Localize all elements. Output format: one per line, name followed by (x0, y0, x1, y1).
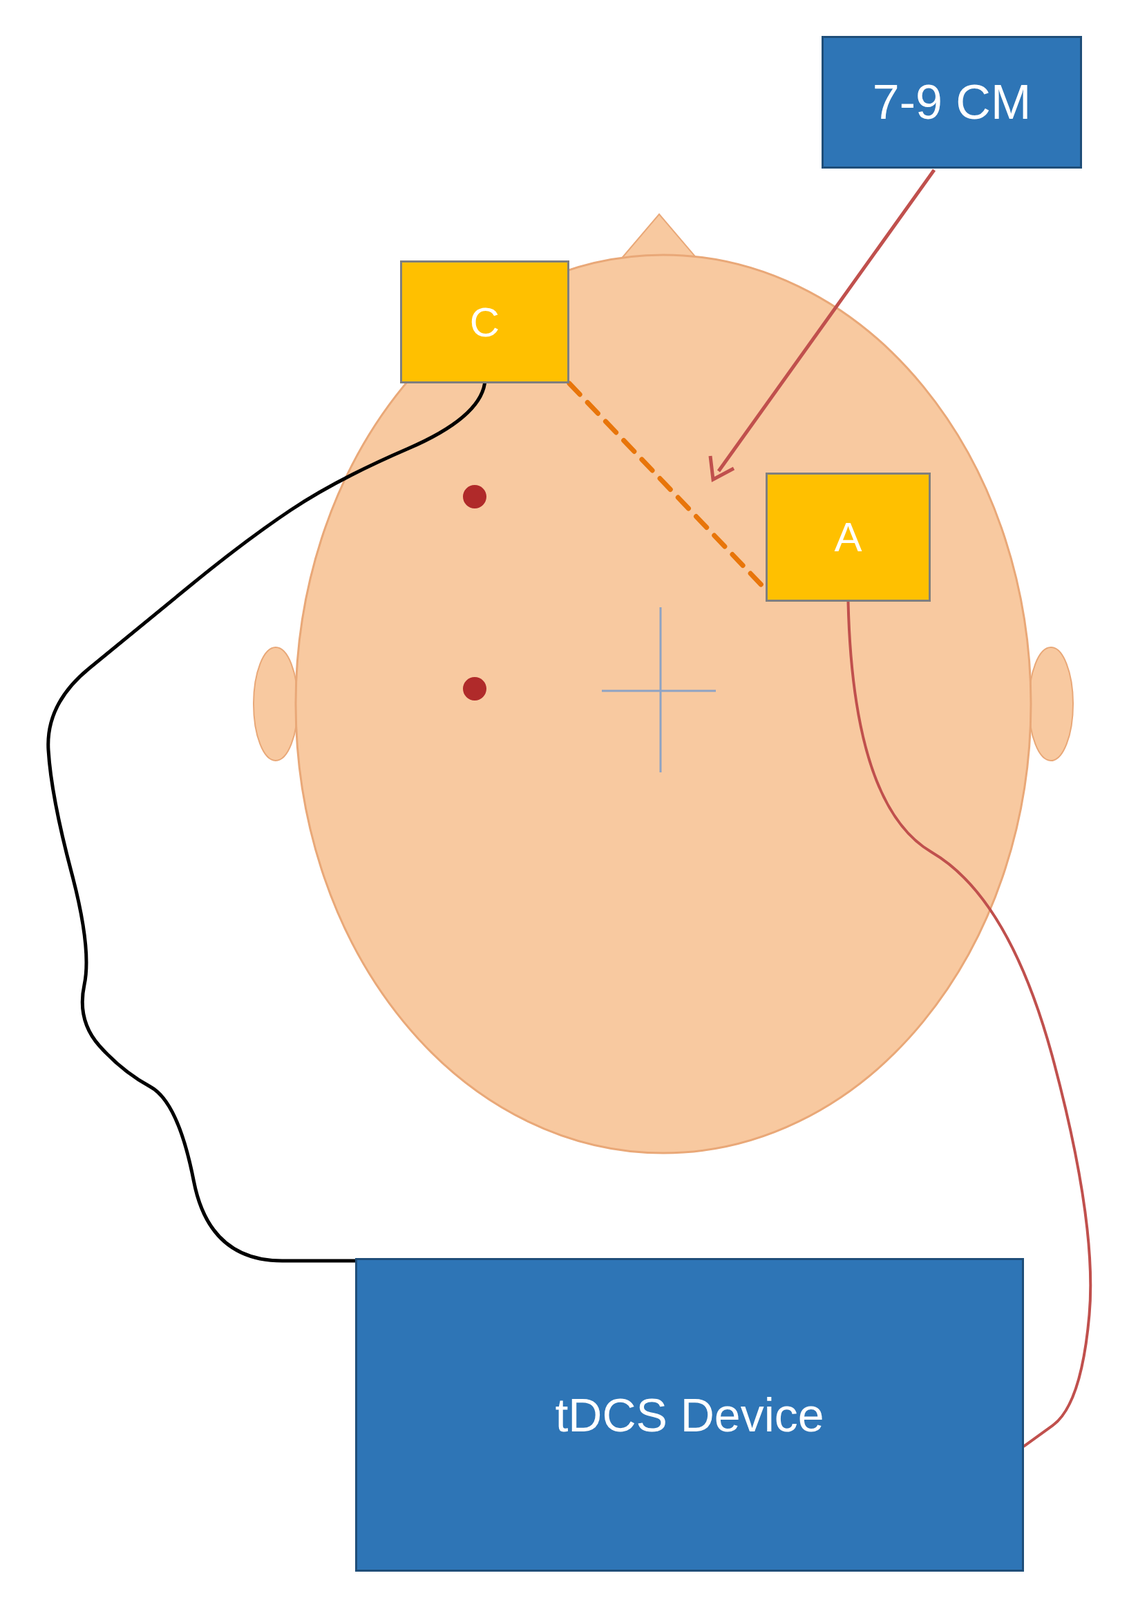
anode-electrode: A (765, 472, 931, 602)
right-ear (1028, 647, 1074, 761)
pointer-arrowhead (710, 456, 734, 480)
marker-dot (462, 485, 487, 509)
marker-dot (462, 677, 487, 701)
left-ear (253, 647, 298, 761)
node-label: C (469, 298, 500, 347)
lead-wire (48, 383, 486, 1261)
node-label: A (833, 513, 862, 562)
node-label: tDCS Device (554, 1388, 824, 1443)
dimension-callout: 7-9 CM (821, 35, 1083, 169)
head (295, 254, 1031, 1154)
device-box: tDCS Device (355, 1258, 1024, 1572)
node-label: 7-9 CM (872, 74, 1031, 130)
cathode-electrode: C (400, 260, 570, 384)
center-cross (601, 690, 716, 693)
center-cross (659, 607, 662, 773)
pointer-arrow (718, 169, 935, 472)
distance-line (569, 383, 766, 590)
